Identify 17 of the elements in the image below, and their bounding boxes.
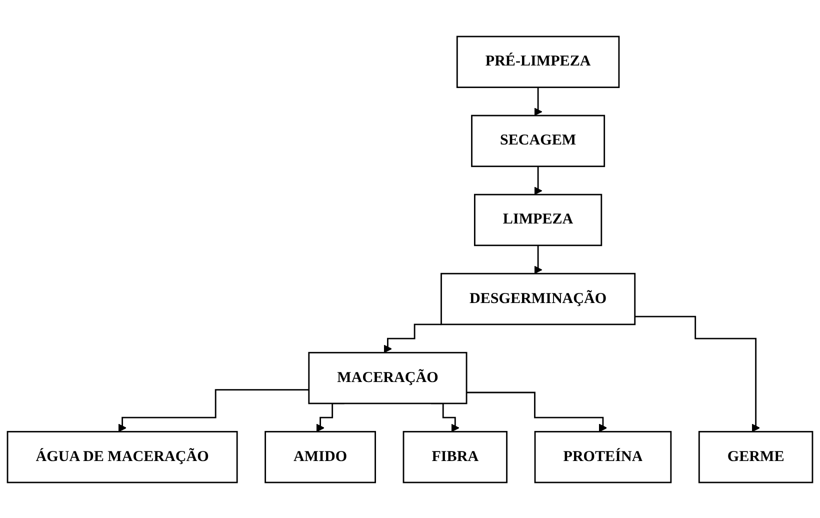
node-box: MACERAÇÃO xyxy=(308,351,468,404)
node-box: LIMPEZA xyxy=(474,193,602,246)
arrow xyxy=(534,86,542,116)
node-box: PRÉ-LIMPEZA xyxy=(456,35,620,88)
node-box: FIBRA xyxy=(402,430,508,483)
node-box: AMIDO xyxy=(264,430,376,483)
arrow xyxy=(534,165,542,194)
node-box: GERME xyxy=(698,430,814,483)
node-box: DESGERMINAÇÃO xyxy=(440,272,636,325)
arrow xyxy=(466,391,608,432)
node-box: SECAGEM xyxy=(471,114,606,167)
node-box: PROTEÍNA xyxy=(534,430,672,483)
arrow xyxy=(384,323,442,353)
arrow xyxy=(118,388,309,432)
arrow xyxy=(534,244,542,274)
arrow xyxy=(634,315,760,432)
node-box: ÁGUA DE MACERAÇÃO xyxy=(6,430,238,483)
